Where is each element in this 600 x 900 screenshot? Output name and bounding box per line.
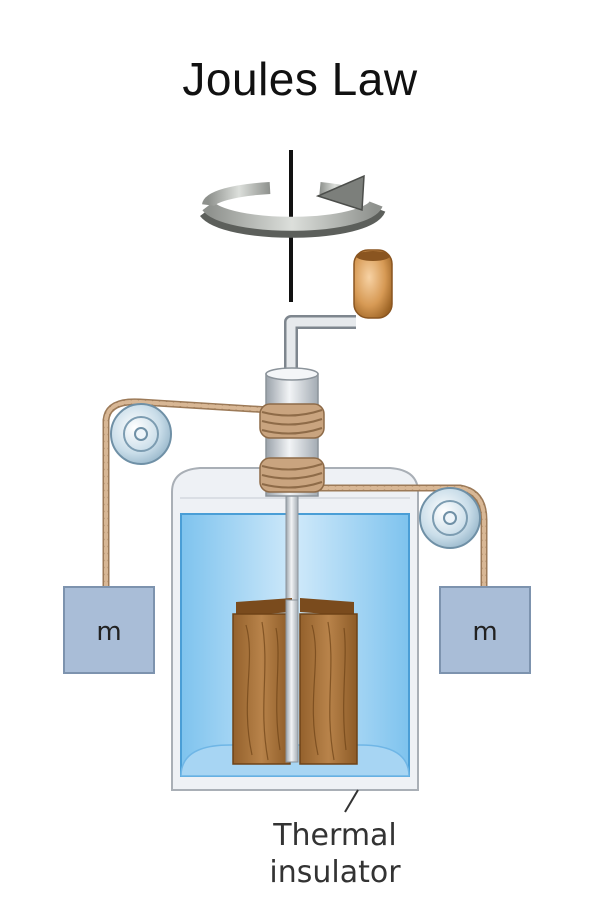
right-mass: m: [439, 586, 531, 674]
paddle-wheel: [232, 598, 358, 765]
right-mass-label: m: [472, 617, 497, 647]
left-mass-label: m: [96, 617, 121, 647]
right-pulley-icon: [419, 487, 481, 549]
left-mass: m: [63, 586, 155, 674]
insulator-pointer-line: [344, 789, 359, 813]
left-pulley-icon: [110, 403, 172, 465]
insulator-label-line1: Thermal: [272, 818, 397, 853]
crank-handle: [353, 249, 393, 319]
crank-arm: [284, 315, 356, 375]
diagram-title: Joules Law: [182, 53, 418, 105]
rotation-arrow-icon: [200, 174, 386, 238]
insulator-label-line2: insulator: [269, 855, 401, 890]
rope: [102, 398, 488, 591]
rope-coil: [259, 403, 325, 493]
